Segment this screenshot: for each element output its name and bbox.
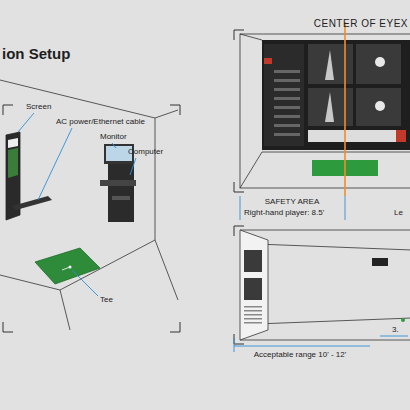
ui-view [244, 250, 262, 272]
ui-sidebar [264, 44, 304, 146]
room-perspective [240, 34, 410, 188]
room-edge [240, 34, 410, 188]
hitting-mat [35, 248, 100, 284]
room-edge [240, 230, 410, 231]
leader-line [38, 128, 72, 200]
screen-panel [240, 230, 268, 340]
ui-row [244, 314, 262, 316]
ui-view [356, 44, 401, 84]
ui-rows [274, 70, 300, 136]
dimension-label: Le [394, 209, 403, 218]
leader-line [72, 270, 98, 296]
room-edge [0, 80, 155, 290]
ui-row [274, 70, 300, 73]
part-label: Screen [26, 103, 51, 112]
ui-button [396, 130, 406, 142]
ball-image [375, 57, 385, 67]
panel-brackets [3, 105, 180, 332]
dimension-label: Right-hand player: 8.5' [244, 209, 324, 218]
ui-row [274, 88, 300, 91]
center-line [344, 22, 346, 196]
room-edge [155, 240, 178, 300]
room-wireframe [0, 80, 178, 330]
leader-line [130, 158, 136, 175]
bracket [3, 105, 13, 115]
leader-line [112, 143, 116, 148]
dimension-tick [345, 196, 346, 220]
ceiling-sensor [372, 258, 388, 266]
ui-row [244, 310, 262, 312]
dimension-tick [240, 196, 241, 220]
panel-brackets [234, 30, 244, 192]
dimension-line [380, 336, 408, 337]
room-edge [60, 290, 70, 330]
room-edge [240, 34, 262, 40]
cabinet-slot [112, 196, 130, 200]
ui-row [274, 106, 300, 109]
leader-lines [18, 113, 136, 296]
panel-heading: CENTER OF EYEX [314, 18, 408, 29]
room-edge [256, 318, 410, 324]
software-screen [262, 40, 410, 150]
bracket [3, 322, 13, 332]
kiosk-shelf [100, 180, 136, 186]
leader-line [18, 113, 34, 132]
ui-row [244, 322, 262, 324]
dimension-label: Acceptable range 10' - 12' [254, 351, 346, 360]
room-side [240, 230, 410, 340]
dimension-line [234, 346, 370, 347]
club-image [325, 92, 334, 122]
area-label: SAFETY AREA [265, 198, 320, 207]
computer-cabinet [108, 162, 134, 222]
ui-rows [244, 306, 262, 324]
tee-mark [62, 267, 70, 270]
part-label: Tee [100, 296, 113, 305]
ui-datastrip [308, 130, 401, 142]
screen-image [8, 148, 18, 178]
dimension-ticks [240, 196, 345, 220]
ui-row [274, 97, 300, 100]
ui-row [274, 115, 300, 118]
room-edge [256, 244, 410, 250]
dimension-line [234, 336, 408, 352]
room-edge [262, 152, 410, 153]
side-screen [240, 230, 268, 340]
page-title: ion Setup [2, 46, 70, 63]
part-label: Computer [128, 148, 163, 157]
ui-view [244, 278, 262, 300]
room-edge [240, 152, 262, 188]
dimension-label: 3. [392, 326, 399, 335]
bracket [170, 322, 180, 332]
screen-panel [262, 40, 410, 150]
screen-image [8, 138, 18, 148]
floor-unit [12, 196, 52, 210]
ui-row [274, 133, 300, 136]
dimension-tick [234, 338, 235, 352]
ui-button [264, 58, 272, 64]
ui-row [274, 124, 300, 127]
ball-marker [401, 318, 405, 322]
club-image [325, 50, 334, 80]
ui-view [356, 88, 401, 126]
ui-view [308, 88, 353, 126]
ui-view [308, 44, 353, 84]
part-label: Monitor [100, 133, 127, 142]
room-edge [155, 110, 178, 118]
part-label: AC power/Ethernet cable [56, 118, 145, 127]
room-edge [240, 340, 410, 341]
ui-row [244, 306, 262, 308]
ui-row [274, 79, 300, 82]
ball-image [375, 101, 385, 111]
bracket [170, 105, 180, 115]
ui-row [244, 318, 262, 320]
